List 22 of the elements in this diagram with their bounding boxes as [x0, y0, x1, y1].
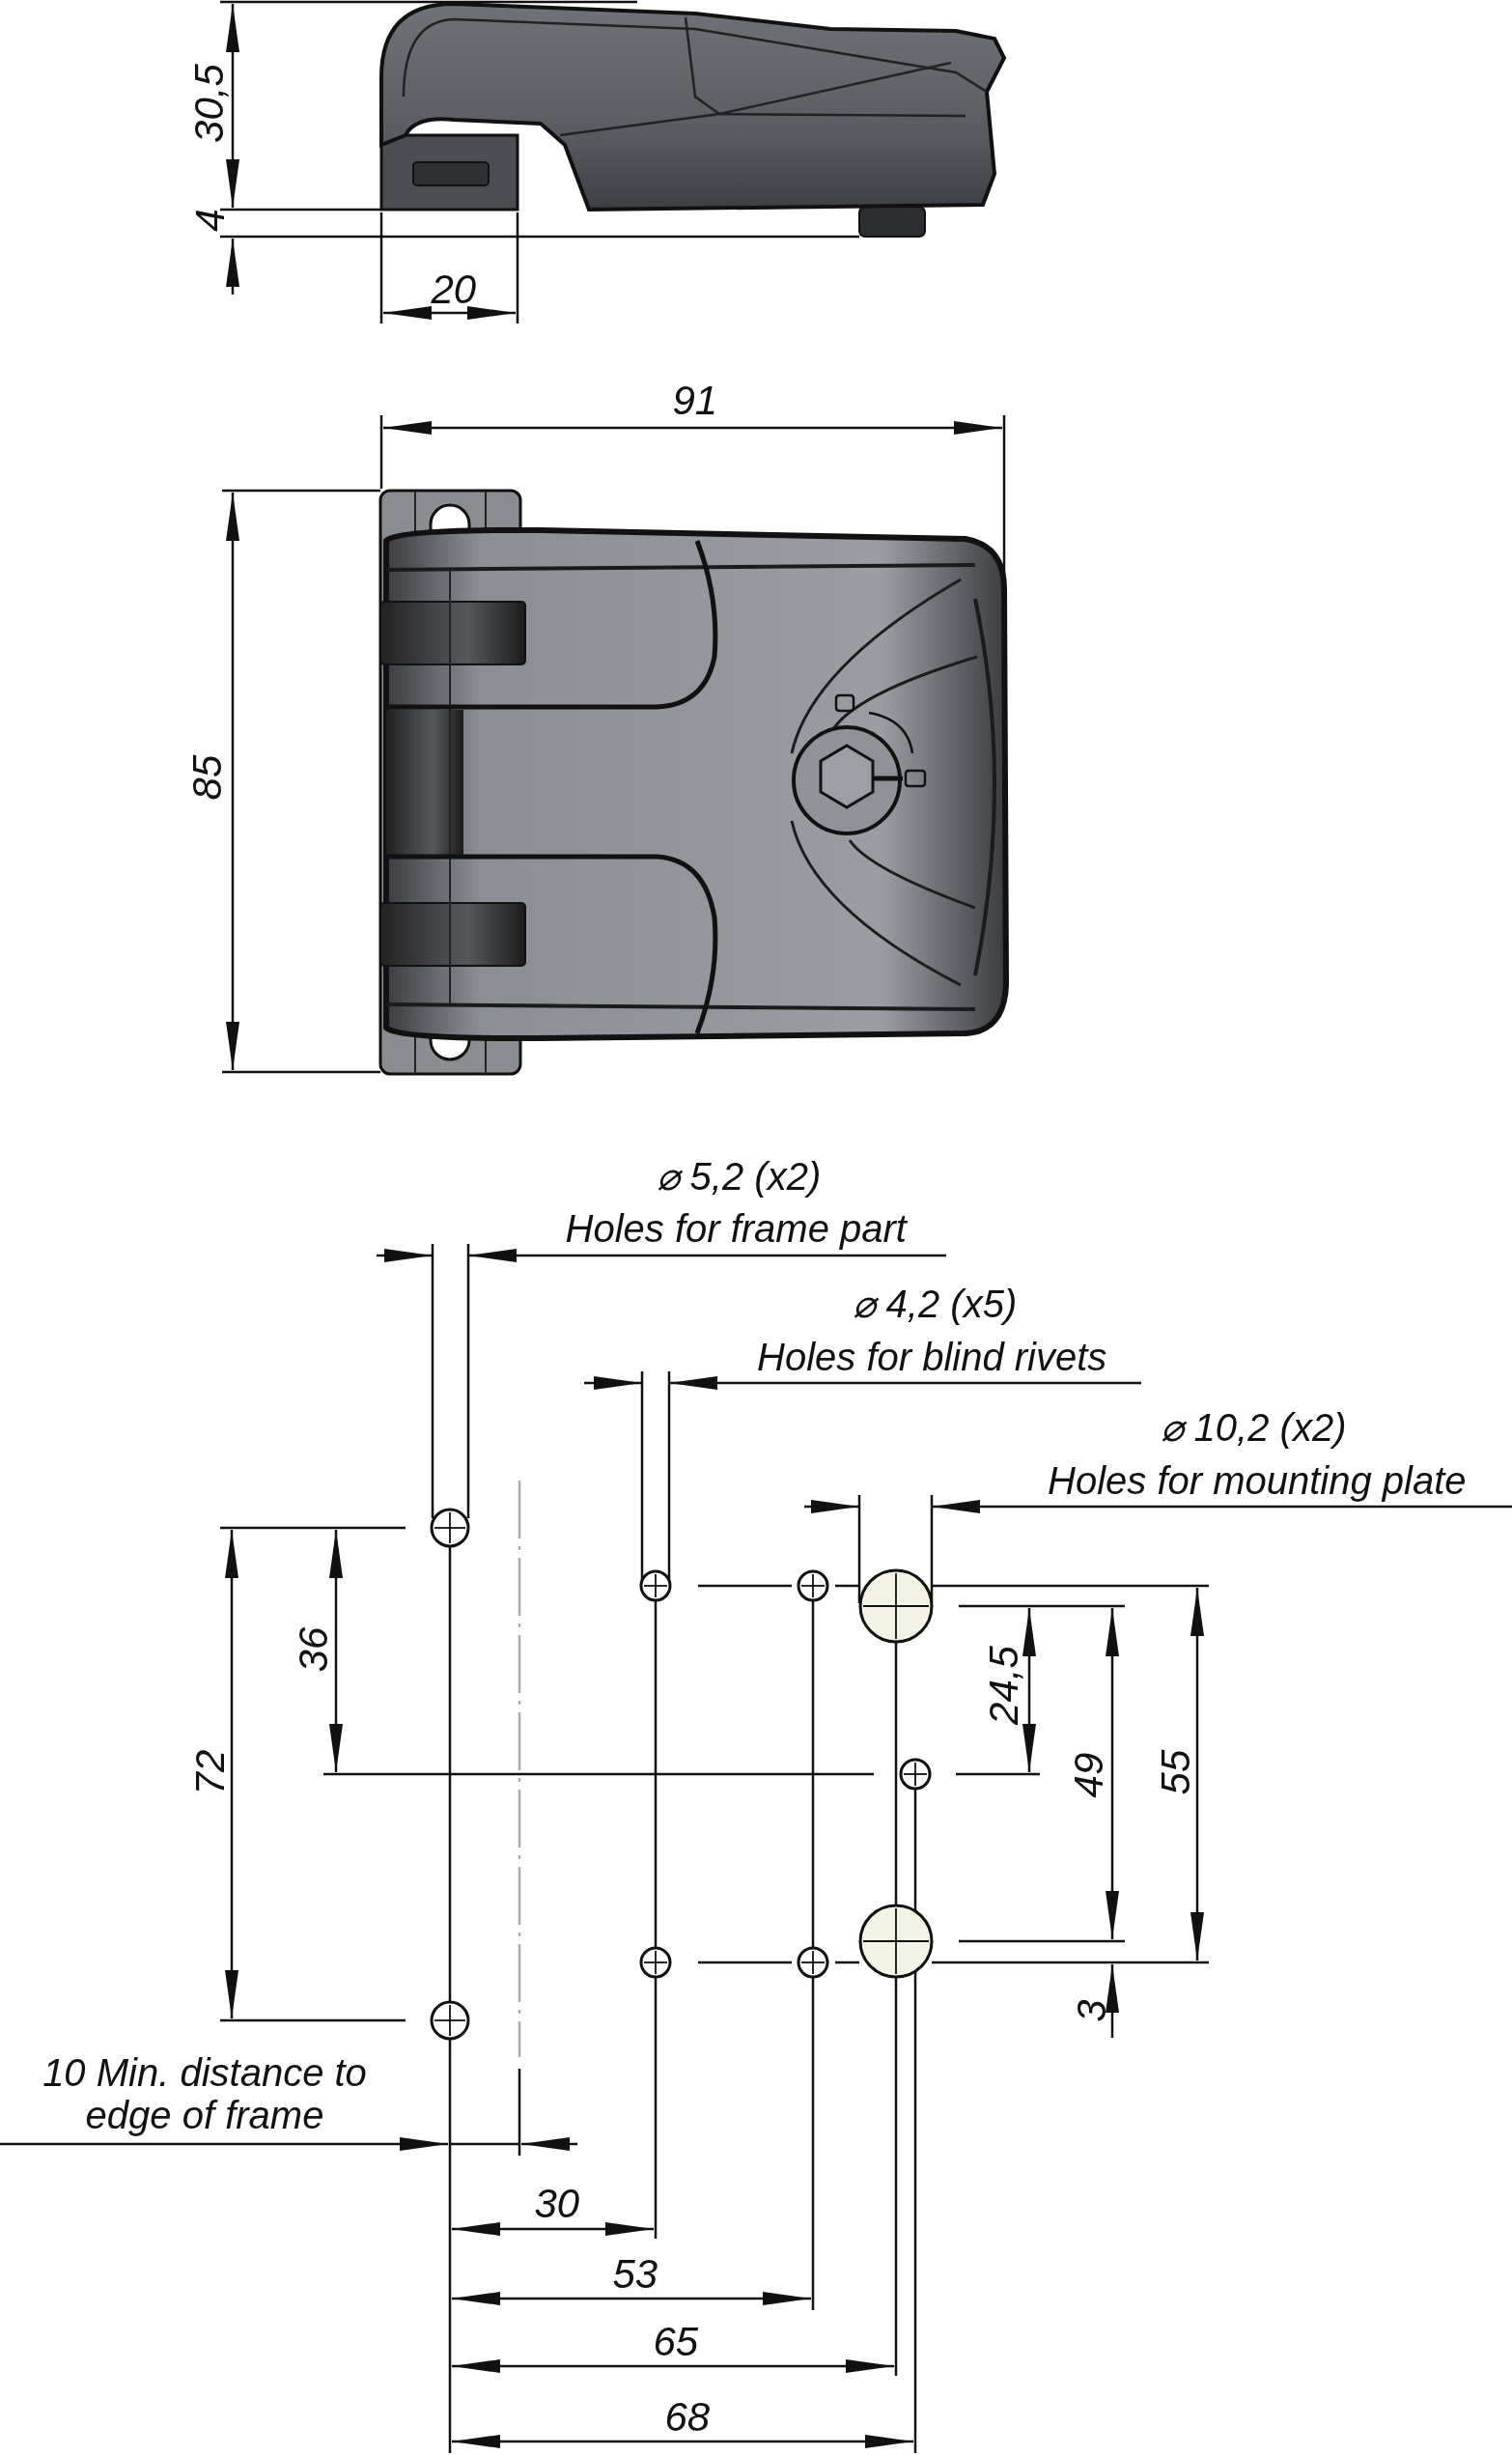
hole-note: ⌀ 4,2 (x5): [852, 1283, 1018, 1325]
dimension-value: 49: [1066, 1752, 1111, 1798]
hole-note: ⌀ 5,2 (x2): [656, 1155, 822, 1198]
dimension-value: 55: [1153, 1749, 1198, 1795]
hole-note: ⌀ 10,2 (x2): [1160, 1406, 1347, 1449]
dimension-value: 20: [431, 268, 477, 313]
dimension-value: 4: [187, 209, 233, 232]
dimension-value: 68: [664, 2395, 711, 2441]
hole-note: Holes for blind rivets: [757, 1336, 1107, 1378]
dimension-value: 30: [534, 2182, 580, 2227]
hole-note: Holes for mounting plate: [1048, 1459, 1467, 1502]
dimension-value: 72: [187, 1749, 233, 1795]
dimension-value: 85: [184, 754, 230, 801]
hole-note: Holes for frame part: [565, 1207, 907, 1250]
dimension-note: 10 Min. distance to edge of frame: [42, 2051, 368, 2136]
dimension-value: 53: [612, 2252, 658, 2298]
dimension-value: 30,5: [186, 64, 232, 143]
dimension-value: 91: [672, 379, 718, 424]
dimension-value: 3: [1069, 1999, 1114, 2022]
dimension-value: 24,5: [981, 1646, 1026, 1725]
dimension-value: 36: [291, 1626, 336, 1673]
dimension-value: 65: [653, 2320, 699, 2365]
